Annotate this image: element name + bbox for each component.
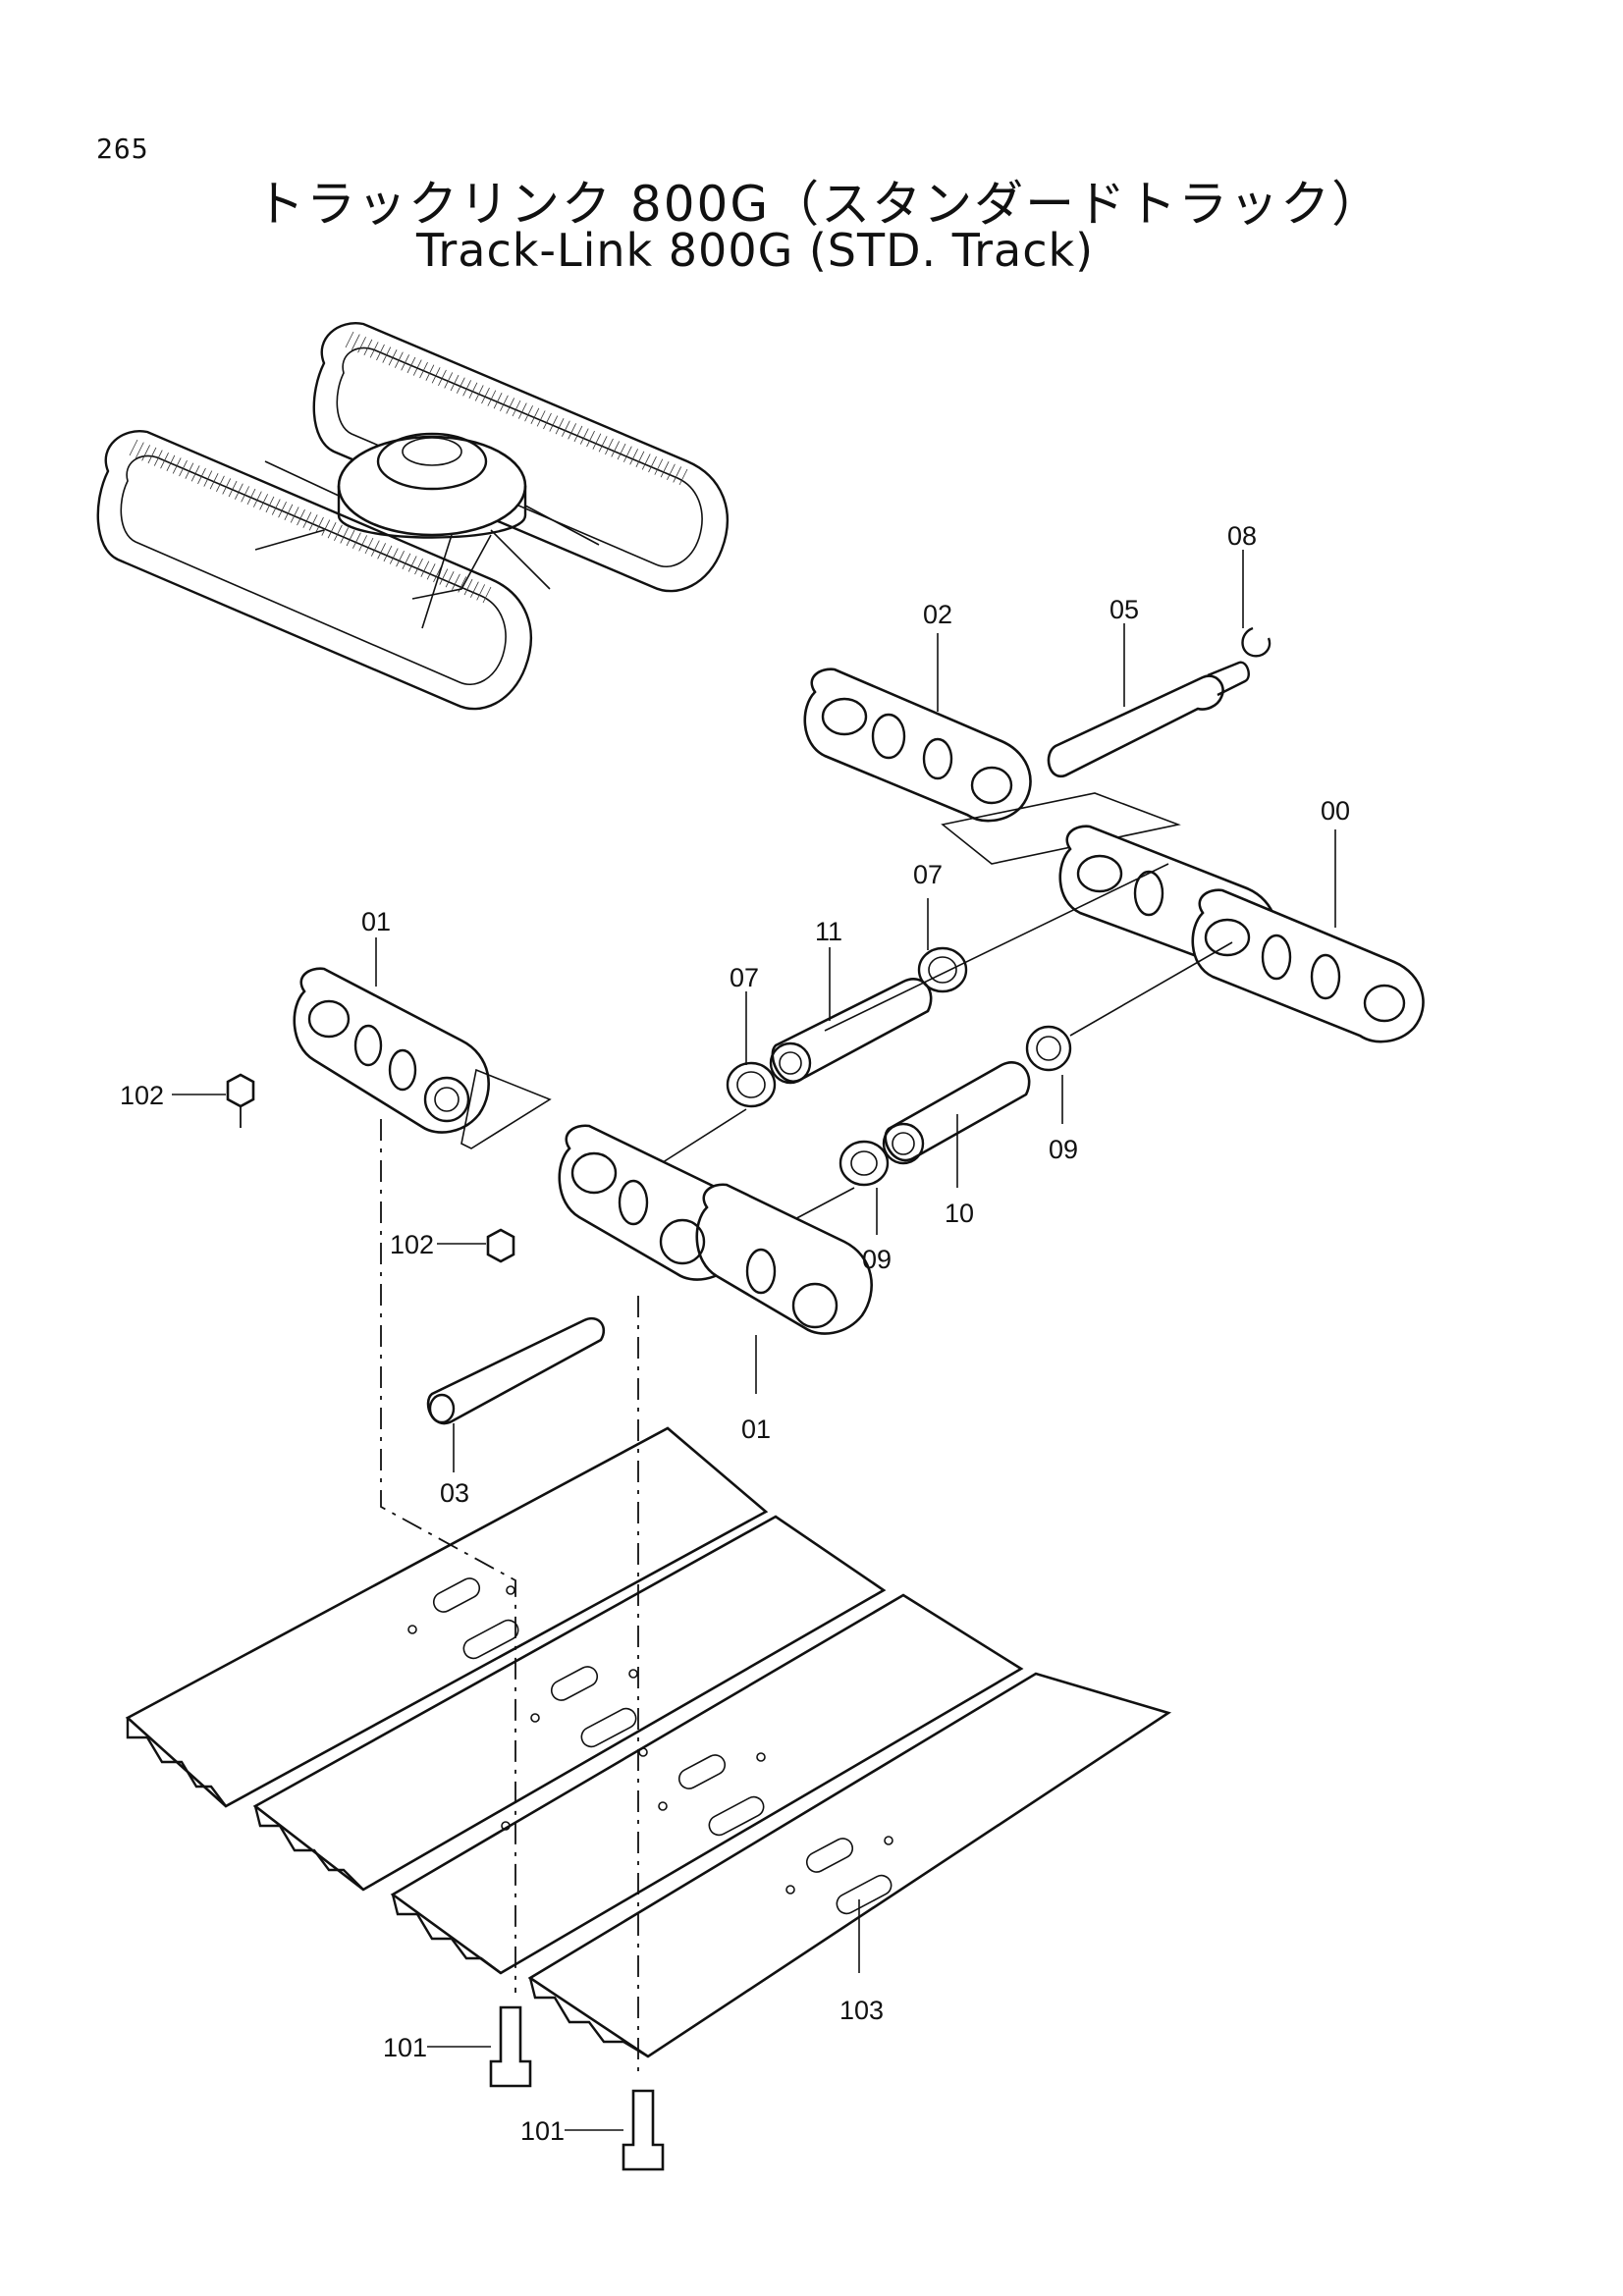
callout-02: 02 bbox=[923, 600, 952, 629]
callout-11: 11 bbox=[815, 917, 842, 946]
undercarriage-overview-illustration bbox=[96, 322, 729, 711]
callout-10: 10 bbox=[945, 1199, 974, 1228]
link-lower-group bbox=[226, 967, 873, 1425]
callout-labels: 08 02 05 00 01 07 11 07 102 09 10 09 102… bbox=[120, 521, 1350, 2146]
callout-09-left: 09 bbox=[862, 1245, 892, 1274]
callout-07-right: 07 bbox=[913, 860, 943, 889]
track-shoe-group bbox=[125, 1426, 1172, 2171]
callout-01-left: 01 bbox=[361, 907, 391, 936]
bushing-seal-group bbox=[637, 863, 1233, 1277]
leader-lines bbox=[172, 550, 1336, 2131]
callout-101-upper: 101 bbox=[383, 2033, 427, 2062]
callout-07-left: 07 bbox=[730, 963, 759, 992]
assembly-centerlines bbox=[240, 1106, 639, 2071]
callout-05: 05 bbox=[1109, 595, 1139, 624]
callout-09-right: 09 bbox=[1049, 1135, 1078, 1164]
callout-03: 03 bbox=[440, 1478, 469, 1508]
callout-103: 103 bbox=[839, 1996, 884, 2025]
callout-102-left: 102 bbox=[120, 1081, 164, 1110]
callout-101-lower: 101 bbox=[520, 2116, 565, 2146]
master-link-upper-group bbox=[803, 626, 1425, 1043]
callout-08: 08 bbox=[1227, 521, 1257, 551]
callout-00: 00 bbox=[1321, 796, 1350, 826]
callout-102-center: 102 bbox=[390, 1230, 434, 1259]
title-english: Track-Link 800G (STD. Track) bbox=[416, 224, 1095, 277]
callout-01-center: 01 bbox=[741, 1415, 771, 1444]
page-number: 265 bbox=[96, 133, 149, 165]
title-japanese: トラックリンク 800G（スタンダードトラック） bbox=[255, 176, 1383, 233]
